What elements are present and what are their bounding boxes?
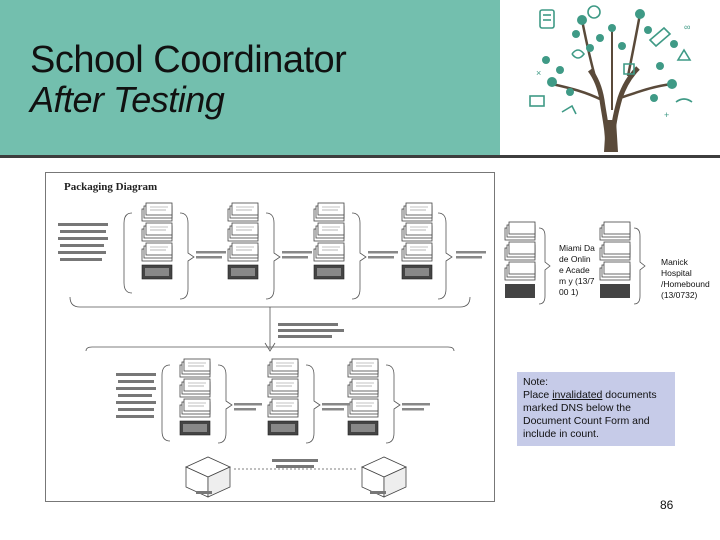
manick-hospital-label: Manick Hospital /Homebound (13/0732): [661, 257, 710, 300]
note-body: Place invalidated documents marked DNS b…: [523, 389, 669, 441]
slide-title: School Coordinator: [30, 39, 347, 81]
page-number: 86: [660, 498, 674, 512]
svg-text:∞: ∞: [684, 22, 690, 32]
packaging-diagram-image: Packaging Diagram: [45, 172, 495, 502]
note-heading: Note:: [523, 376, 549, 388]
tree-illustration: × ∞ +: [500, 0, 720, 155]
additional-packaging-stacks: [504, 221, 646, 305]
packaging-flow-illustration: [58, 173, 486, 498]
miami-dade-label: Miami Dade Online Academ y (13/700 1): [559, 243, 595, 297]
svg-text:×: ×: [536, 68, 541, 78]
note-text-end: documents marked DNS below the Document …: [523, 389, 657, 440]
svg-text:+: +: [664, 110, 669, 120]
education-tree-icon: × ∞ +: [529, 5, 693, 153]
note-box: Note: Place invalidated documents marked…: [517, 372, 675, 446]
note-underlined-word: invalidated: [552, 389, 603, 401]
diagram-heading: Packaging Diagram: [64, 181, 158, 193]
note-text-start: Place: [523, 389, 553, 401]
slide-subtitle: After Testing: [30, 79, 225, 120]
header-divider: [0, 155, 720, 158]
